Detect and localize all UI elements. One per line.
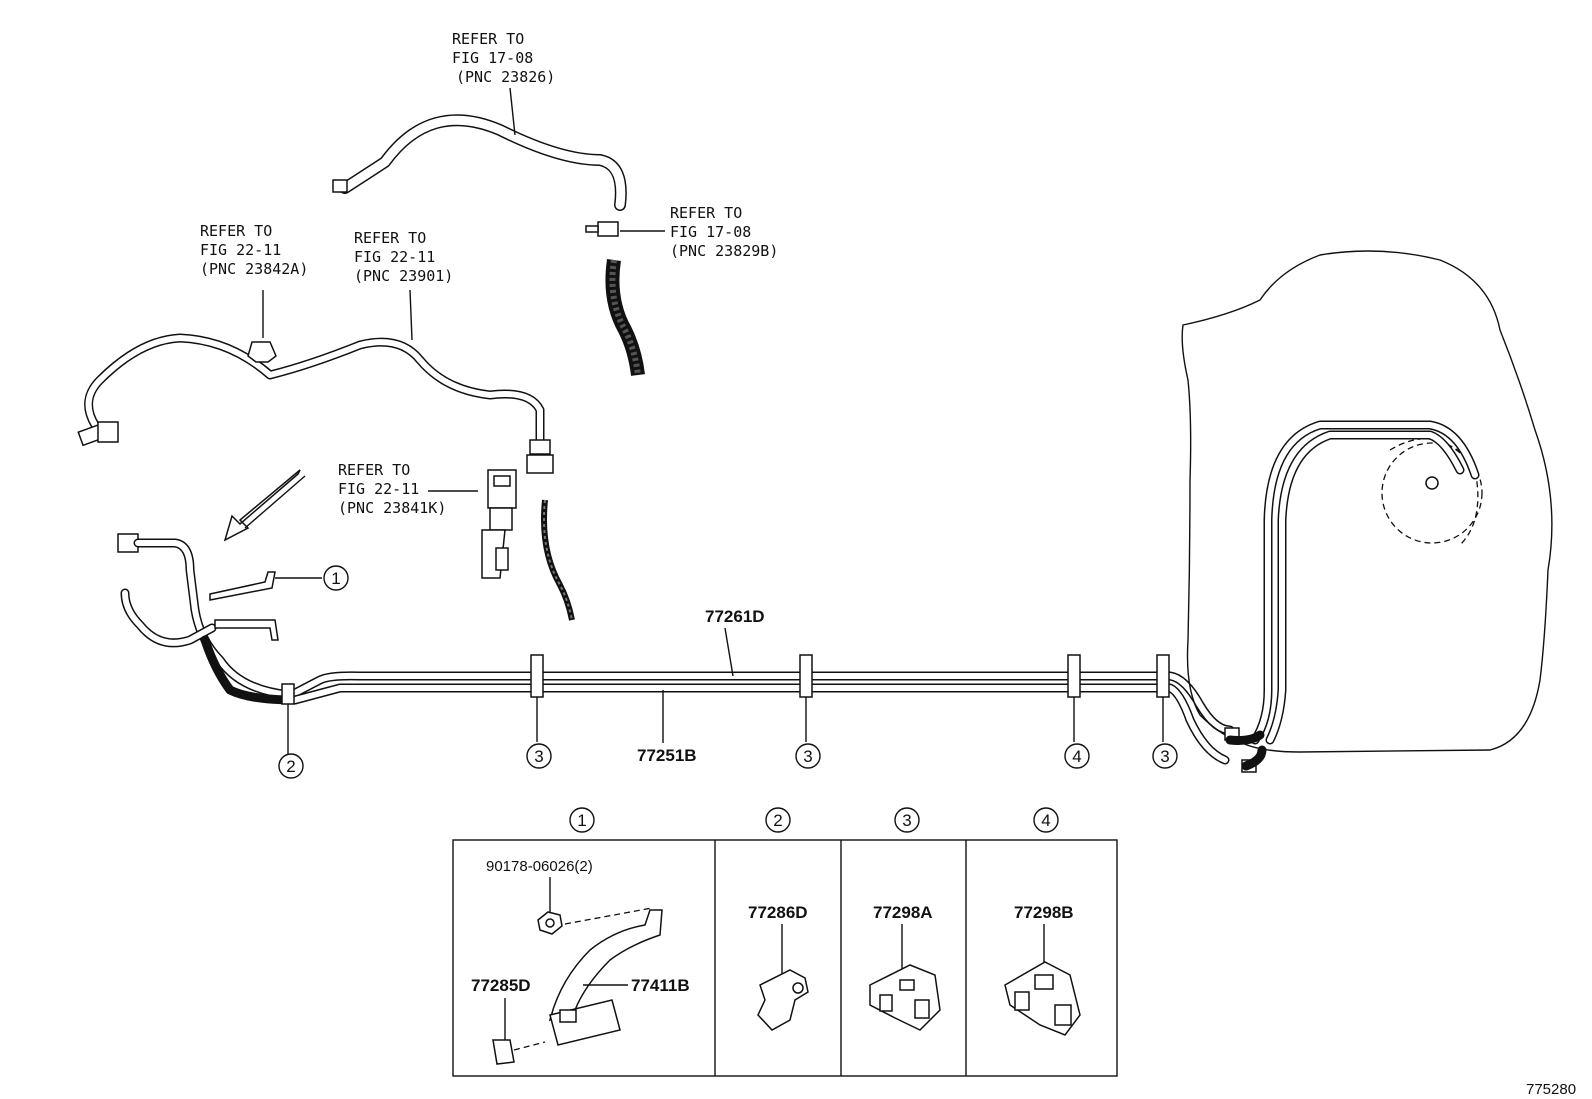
svg-text:REFER TO: REFER TO: [200, 222, 272, 240]
svg-text:77411B: 77411B: [631, 976, 690, 995]
svg-text:REFER TO: REFER TO: [670, 204, 742, 222]
svg-text:FIG 22-11: FIG 22-11: [354, 248, 435, 266]
callout-2-table: 2: [765, 807, 791, 833]
clamp-marker-3b: [799, 654, 813, 742]
svg-text:FIG 17-08: FIG 17-08: [670, 223, 751, 241]
callout-4-table: 4: [1033, 807, 1059, 833]
callout-2-main: 2: [278, 753, 304, 779]
detail-table: [452, 839, 1118, 1077]
ref-23841k: REFER TO FIG 22-11 (PNC 23841K): [338, 461, 478, 517]
fuel-pipe-77261d: [290, 671, 1235, 735]
callout-3-main-a: 3: [526, 743, 552, 769]
svg-text:(PNC 23842A): (PNC 23842A): [200, 260, 308, 278]
ref-23901: REFER TO FIG 22-11 (PNC 23901): [354, 229, 453, 285]
fuel-hose-mid: [77, 289, 554, 474]
svg-text:FIG 22-11: FIG 22-11: [200, 241, 281, 259]
svg-text:FIG 22-11: FIG 22-11: [338, 480, 419, 498]
clamp-marker-4: [1067, 654, 1081, 742]
svg-text:77285D: 77285D: [471, 976, 531, 995]
detail-cell-3: 77298A: [869, 903, 941, 1031]
svg-text:2: 2: [773, 811, 782, 830]
svg-text:4: 4: [1041, 811, 1050, 830]
view-arrow: [223, 469, 306, 542]
callout-4-main: 4: [1064, 743, 1090, 769]
svg-text:(PNC 23841K): (PNC 23841K): [338, 499, 446, 517]
hose-clip-23829b: [585, 221, 665, 376]
svg-text:77251B: 77251B: [637, 746, 697, 765]
svg-text:(PNC 23826): (PNC 23826): [456, 68, 555, 86]
svg-text:77286D: 77286D: [748, 903, 808, 922]
detail-cell-4: 77298B: [1004, 903, 1081, 1036]
callout-1-main: 1: [323, 565, 349, 591]
vent-hose-upper: [332, 87, 627, 211]
fuel-pipe-77251b: [290, 683, 1230, 765]
clamp-marker-3c: [1156, 654, 1170, 742]
svg-text:77298B: 77298B: [1014, 903, 1074, 922]
svg-text:4: 4: [1072, 747, 1081, 766]
label-77261d: 77261D: [705, 607, 765, 677]
clamp-marker-2: [281, 683, 295, 755]
ref-23842a: REFER TO FIG 22-11 (PNC 23842A): [200, 222, 308, 278]
svg-text:77261D: 77261D: [705, 607, 765, 626]
callout-1-table: 1: [569, 807, 595, 833]
detail-cell-1: 90178-06026(2) 77411B 77285D: [471, 858, 690, 1065]
svg-text:3: 3: [803, 747, 812, 766]
label-77251b: 77251B: [637, 690, 697, 765]
ref-23826: REFER TO FIG 17-08 (PNC 23826): [452, 30, 555, 86]
left-pipe-assembly: [117, 533, 322, 705]
callout-3-main-c: 3: [1152, 743, 1178, 769]
svg-text:3: 3: [1160, 747, 1169, 766]
svg-text:1: 1: [331, 569, 340, 588]
figure-number: 775280: [1526, 1081, 1576, 1098]
svg-text:(PNC 23829B): (PNC 23829B): [670, 242, 778, 260]
svg-text:FIG 17-08: FIG 17-08: [452, 49, 533, 67]
svg-text:REFER TO: REFER TO: [338, 461, 410, 479]
ref-23829b: REFER TO FIG 17-08 (PNC 23829B): [670, 204, 778, 260]
svg-text:2: 2: [286, 757, 295, 776]
svg-text:REFER TO: REFER TO: [354, 229, 426, 247]
callout-3-table: 3: [894, 807, 920, 833]
svg-text:3: 3: [902, 811, 911, 830]
fuel-connector-23841k: [481, 469, 575, 621]
svg-text:3: 3: [534, 747, 543, 766]
svg-text:REFER TO: REFER TO: [452, 30, 524, 48]
svg-text:1: 1: [577, 811, 586, 830]
svg-text:(PNC 23901): (PNC 23901): [354, 267, 453, 285]
fuel-tank: [1181, 250, 1553, 773]
svg-text:77298A: 77298A: [873, 903, 933, 922]
detail-cell-2: 77286D: [748, 903, 809, 1031]
clamp-marker-3a: [530, 654, 544, 742]
svg-text:90178-06026(2): 90178-06026(2): [486, 858, 593, 875]
callout-3-main-b: 3: [795, 743, 821, 769]
